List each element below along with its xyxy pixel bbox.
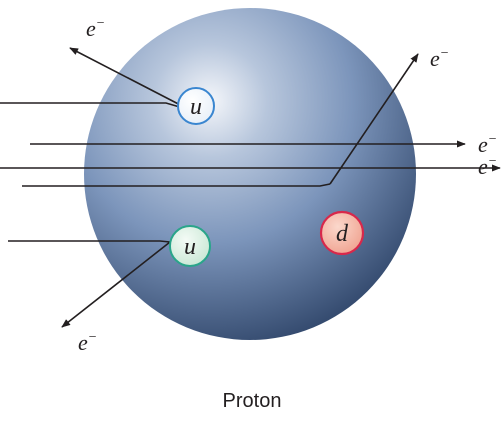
svg-text:e−: e− [86,16,105,41]
svg-text:e−: e− [478,132,497,157]
electron-path-5-exit [61,241,171,328]
quark-u-lower-label: u [184,234,196,260]
electron-path-5 [8,240,171,243]
quark-u-upper: u [177,87,215,125]
quark-u-upper-label: u [190,94,202,120]
electron-label-right-lower: e− [478,154,497,179]
proton-sphere [84,8,416,340]
quark-u-lower: u [169,225,211,267]
svg-text:e−: e− [478,154,497,179]
electron-label-top-left: e− [86,16,105,41]
diagram-caption: Proton [223,390,282,412]
svg-text:e−: e− [430,46,449,71]
quark-d-label: d [336,221,349,247]
electron-path-4 [22,183,331,187]
electron-label-top-right: e− [430,46,449,71]
electron-path-4-exit [329,53,419,185]
electron-label-right-upper: e− [478,132,497,157]
quark-d: d [319,210,365,256]
electron-path-1-exit [69,47,191,111]
electron-label-bottom-left: e− [78,330,97,355]
svg-text:e−: e− [78,330,97,355]
